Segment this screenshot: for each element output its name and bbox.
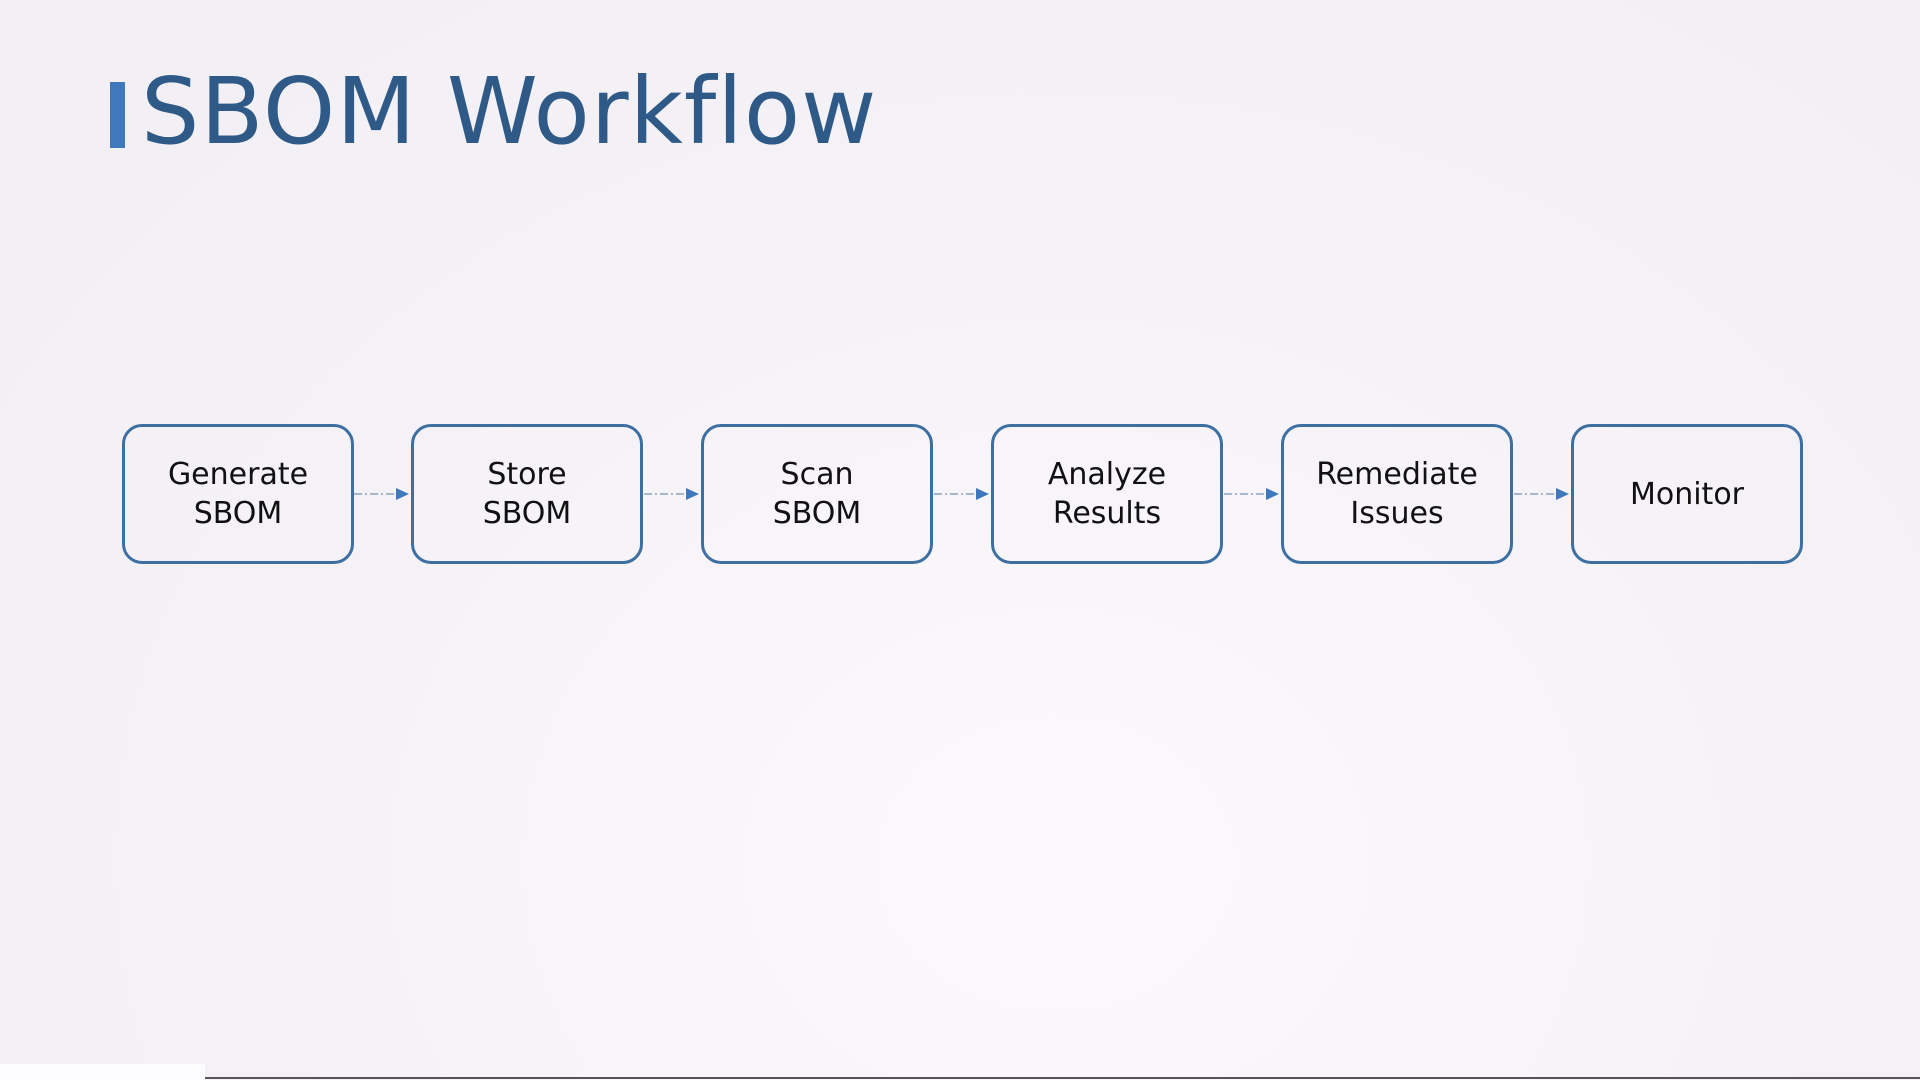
progress-line bbox=[205, 1077, 1920, 1079]
bottom-strip bbox=[0, 1064, 205, 1080]
page-title: SBOM Workflow bbox=[141, 58, 878, 165]
arrow-5 bbox=[1514, 488, 1571, 500]
step-label: Results bbox=[1052, 496, 1162, 531]
title-accent-bar bbox=[110, 82, 125, 148]
step-label: Analyze bbox=[1047, 457, 1167, 492]
step-label: Scan bbox=[780, 457, 854, 492]
arrow-2 bbox=[644, 488, 701, 500]
arrow-1 bbox=[354, 488, 411, 500]
arrow-3 bbox=[934, 488, 991, 500]
step-label: SBOM bbox=[482, 496, 572, 531]
step-label: Issues bbox=[1350, 496, 1444, 531]
step-label: SBOM bbox=[193, 496, 283, 531]
step-label: Remediate bbox=[1316, 457, 1478, 492]
step-label: Monitor bbox=[1629, 476, 1745, 512]
step-label: Generate bbox=[167, 457, 309, 492]
arrow-4 bbox=[1224, 488, 1281, 500]
step-label: Store bbox=[487, 457, 567, 492]
step-monitor: Monitor bbox=[1571, 424, 1803, 564]
step-label: SBOM bbox=[772, 496, 862, 531]
